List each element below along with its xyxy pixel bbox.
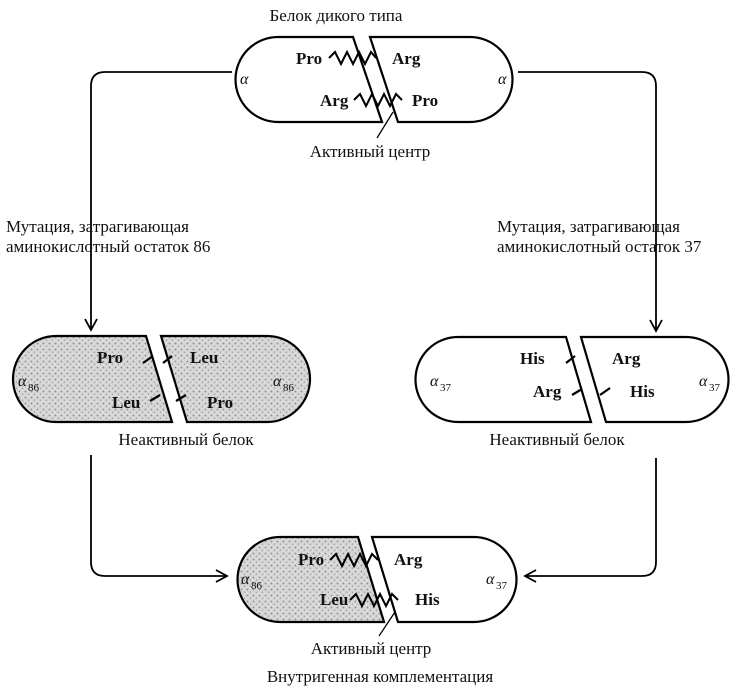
top-right-alpha: α <box>498 71 507 88</box>
top-residue-pro-left: Pro <box>296 49 322 68</box>
mid-left-tick-1 <box>142 355 154 364</box>
arrow-to-left-mutant <box>84 71 232 332</box>
mid-left-subunit-a <box>11 334 174 424</box>
caption-active-center-bottom: Активный центр <box>311 639 432 658</box>
mid-right-residue-his-a: His <box>520 349 545 368</box>
caption-inactive-left: Неактивный белок <box>118 430 254 449</box>
mid-right-alpha-a: α <box>430 373 439 390</box>
mid-left-alpha-a-sub: 86 <box>28 382 40 394</box>
mid-left-alpha-b: α <box>273 373 282 390</box>
bottom-residue-leu: Leu <box>320 590 348 609</box>
mid-right-subunit-b <box>579 335 730 424</box>
mid-right-alpha-a-sub: 37 <box>440 382 452 394</box>
bottom-alpha86-sub: 86 <box>251 580 263 592</box>
mid-left-residue-leu-b: Leu <box>190 348 218 367</box>
mid-left-alpha-b-sub: 86 <box>283 382 295 394</box>
top-bond-upper <box>328 49 377 67</box>
bottom-subunit-alpha86 <box>236 535 386 624</box>
mid-left-subunit-b <box>159 334 312 424</box>
mid-left-residue-pro-a: Pro <box>97 348 123 367</box>
caption-mutation-left-1: Мутация, затрагивающая <box>6 217 189 236</box>
arrow-from-right-mutant <box>523 458 657 583</box>
top-left-alpha: α <box>240 71 249 88</box>
bottom-alpha86: α <box>241 571 250 588</box>
bottom-active-center-pointer <box>378 611 396 637</box>
mid-right-residue-his-b: His <box>630 382 655 401</box>
caption-inactive-right: Неактивный белок <box>489 430 625 449</box>
caption-complementation: Внутригенная комплементация <box>267 667 494 686</box>
mid-left-tick-2 <box>162 355 173 364</box>
mid-right-tick-1 <box>565 355 576 364</box>
top-bond-lower <box>353 91 403 109</box>
bottom-residue-his: His <box>415 590 440 609</box>
mid-right-tick-3 <box>599 387 611 396</box>
bottom-residue-arg: Arg <box>394 550 423 569</box>
top-residue-arg-left: Arg <box>320 91 349 110</box>
bottom-bond-upper <box>329 551 379 569</box>
top-active-center-pointer <box>376 111 394 139</box>
caption-mutation-right-1: Мутация, затрагивающая <box>497 217 680 236</box>
mid-left-residue-leu-a: Leu <box>112 393 140 412</box>
mid-left-alpha-a: α <box>18 373 27 390</box>
mid-right-alpha-b: α <box>699 373 708 390</box>
bottom-alpha37: α <box>486 571 495 588</box>
caption-wild-type: Белок дикого типа <box>270 6 403 25</box>
mid-left-residue-pro-b: Pro <box>207 393 233 412</box>
mid-right-residue-arg-b: Arg <box>612 349 641 368</box>
bottom-alpha37-sub: 37 <box>496 580 508 592</box>
arrow-to-right-mutant <box>518 71 663 333</box>
caption-mutation-right-2: аминокислотный остаток 37 <box>497 237 702 256</box>
top-left-subunit <box>234 35 384 124</box>
mid-right-tick-2 <box>571 388 583 396</box>
top-residue-arg-right: Arg <box>392 49 421 68</box>
caption-active-center-top: Активный центр <box>310 142 431 161</box>
bottom-subunit-alpha37 <box>370 535 518 624</box>
mid-right-subunit-a <box>414 335 593 424</box>
top-residue-pro-right: Pro <box>412 91 438 110</box>
mid-left-tick-3 <box>149 394 161 402</box>
mid-right-residue-arg-a: Arg <box>533 382 562 401</box>
top-right-subunit <box>368 35 514 124</box>
caption-mutation-left-2: аминокислотный остаток 86 <box>6 237 210 256</box>
mid-left-tick-4 <box>175 394 187 402</box>
mid-right-alpha-b-sub: 37 <box>709 382 721 394</box>
bottom-residue-pro: Pro <box>298 550 324 569</box>
arrow-from-left-mutant <box>90 455 229 583</box>
bottom-bond-lower <box>349 591 399 609</box>
